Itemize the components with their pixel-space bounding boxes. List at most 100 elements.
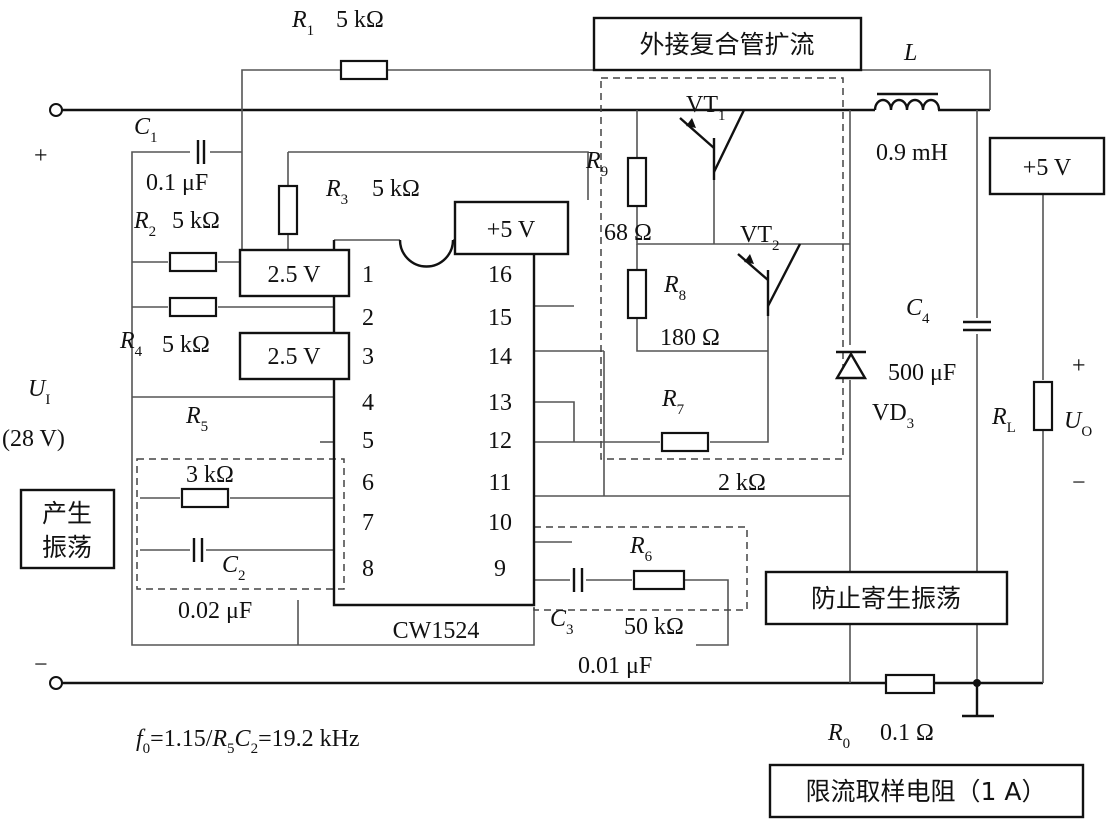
r9-label: R9 (585, 148, 608, 180)
rl-label: RL (991, 404, 1016, 436)
resistor-r1 (339, 59, 389, 81)
l-value: 0.9 mH (876, 140, 948, 166)
c2-label: C2 (222, 552, 246, 584)
r0-label: R0 (827, 720, 850, 752)
oscillator-label-line2: 振荡 (42, 533, 92, 562)
pin-label: 8 (362, 556, 374, 582)
r6-value: 50 kΩ (624, 614, 684, 640)
capacitor-c2 (192, 538, 204, 562)
anti-osc-label: 防止寄生振荡 (811, 584, 961, 613)
r0-value: 0.1 Ω (880, 720, 934, 746)
current-sense-label: 限流取样电阻（1 A） (806, 777, 1047, 806)
r1-value: 5 kΩ (336, 7, 384, 33)
anti-osc-box (764, 570, 1009, 626)
oscillator-box (19, 488, 116, 570)
booster-title: 外接复合管扩流 (639, 30, 814, 59)
pin-label: 13 (488, 390, 512, 416)
r8-label: R8 (663, 272, 686, 304)
booster-title-box (592, 16, 863, 72)
r8-value: 180 Ω (660, 325, 720, 351)
c4-value: 500 μF (888, 360, 956, 386)
output-minus-sign: − (1072, 470, 1086, 496)
vref-ic-label: +5 V (487, 217, 536, 243)
resistor-r7 (660, 431, 710, 453)
c3-label: C3 (550, 606, 574, 638)
pin-label: 1 (362, 262, 374, 288)
transistor-vt1 (679, 109, 746, 180)
ref-box-1 (238, 248, 351, 298)
pin-label: 6 (362, 470, 374, 496)
r7-value: 2 kΩ (718, 470, 766, 496)
pin-label: 16 (488, 262, 512, 288)
ref-box-2 (238, 331, 351, 381)
ref-box-1-label: 2.5 V (268, 262, 322, 288)
capacitor-c4 (963, 320, 991, 332)
ref-box-2-label: 2.5 V (268, 344, 322, 370)
r9-value: 68 Ω (604, 220, 652, 246)
resistor-r5 (180, 487, 230, 509)
pin-label: 5 (362, 428, 374, 454)
pin-label: 2 (362, 305, 374, 331)
c1-label: C1 (134, 114, 158, 146)
ic-name: CW1524 (393, 618, 480, 644)
pin-label: 10 (488, 510, 512, 536)
c3-value: 0.01 μF (578, 653, 652, 679)
vt2-label: VT2 (740, 222, 780, 254)
resistor-r0 (884, 673, 936, 695)
r2-value: 5 kΩ (172, 208, 220, 234)
oscillator-label-line1: 产生 (42, 499, 92, 528)
booster-dashed-block (600, 77, 844, 460)
resistor-r4 (168, 296, 218, 318)
pin-label: 15 (488, 305, 512, 331)
vref-out-box (988, 136, 1106, 196)
c1-value: 0.1 μF (146, 170, 208, 196)
r4-value: 5 kΩ (162, 332, 210, 358)
pin-label: 9 (494, 556, 506, 582)
pin-label: 14 (488, 344, 512, 370)
input-voltage-value: (28 V) (2, 426, 65, 452)
r6-label: R6 (629, 533, 653, 565)
input-voltage-label: UI (28, 376, 50, 408)
inductor-l (873, 98, 941, 111)
capacitor-c1 (196, 140, 206, 164)
input-plus-sign: + (34, 143, 48, 169)
resistor-r8 (626, 268, 648, 320)
pin-label: 7 (362, 510, 374, 536)
r1-label: R1 (291, 7, 314, 39)
r2-label: R2 (133, 208, 156, 240)
output-voltage-label: UO (1064, 408, 1092, 440)
c2-value: 0.02 μF (178, 598, 252, 624)
l-label: L (903, 40, 917, 66)
r7-label: R7 (661, 386, 685, 418)
input-minus-sign: − (34, 652, 48, 678)
vd3-label: VD3 (872, 400, 914, 432)
vt1-label: VT1 (686, 92, 726, 124)
resistor-r3 (277, 184, 299, 236)
transistor-vt2 (737, 243, 802, 316)
ic-left-pins: 1 2 3 4 5 6 7 8 (362, 262, 374, 582)
pin-label: 4 (362, 390, 374, 416)
vref-ic-box (453, 200, 570, 256)
r3-label: R3 (325, 176, 348, 208)
anti-oscillation-dashed-block (533, 526, 748, 611)
input-positive-terminal (49, 103, 63, 117)
ic-cw1524 (332, 238, 536, 607)
resistor-rl (1032, 380, 1054, 432)
c4-label: C4 (906, 295, 930, 327)
resistor-r2 (168, 251, 218, 273)
output-plus-sign: + (1072, 353, 1086, 379)
pin-label: 3 (362, 344, 374, 370)
diode-vd3 (834, 350, 868, 380)
resistor-r9 (626, 156, 648, 208)
vref-out-label: +5 V (1023, 155, 1072, 181)
r5-label: R5 (185, 403, 208, 435)
current-sense-box (768, 763, 1085, 819)
r5-value: 3 kΩ (186, 462, 234, 488)
ic-right-pins: 16 15 14 13 12 11 10 9 (488, 262, 512, 582)
r3-value: 5 kΩ (372, 176, 420, 202)
resistor-r6 (632, 569, 686, 591)
capacitor-c3 (572, 568, 584, 592)
wires (62, 69, 1044, 718)
r4-label: R4 (119, 328, 143, 360)
